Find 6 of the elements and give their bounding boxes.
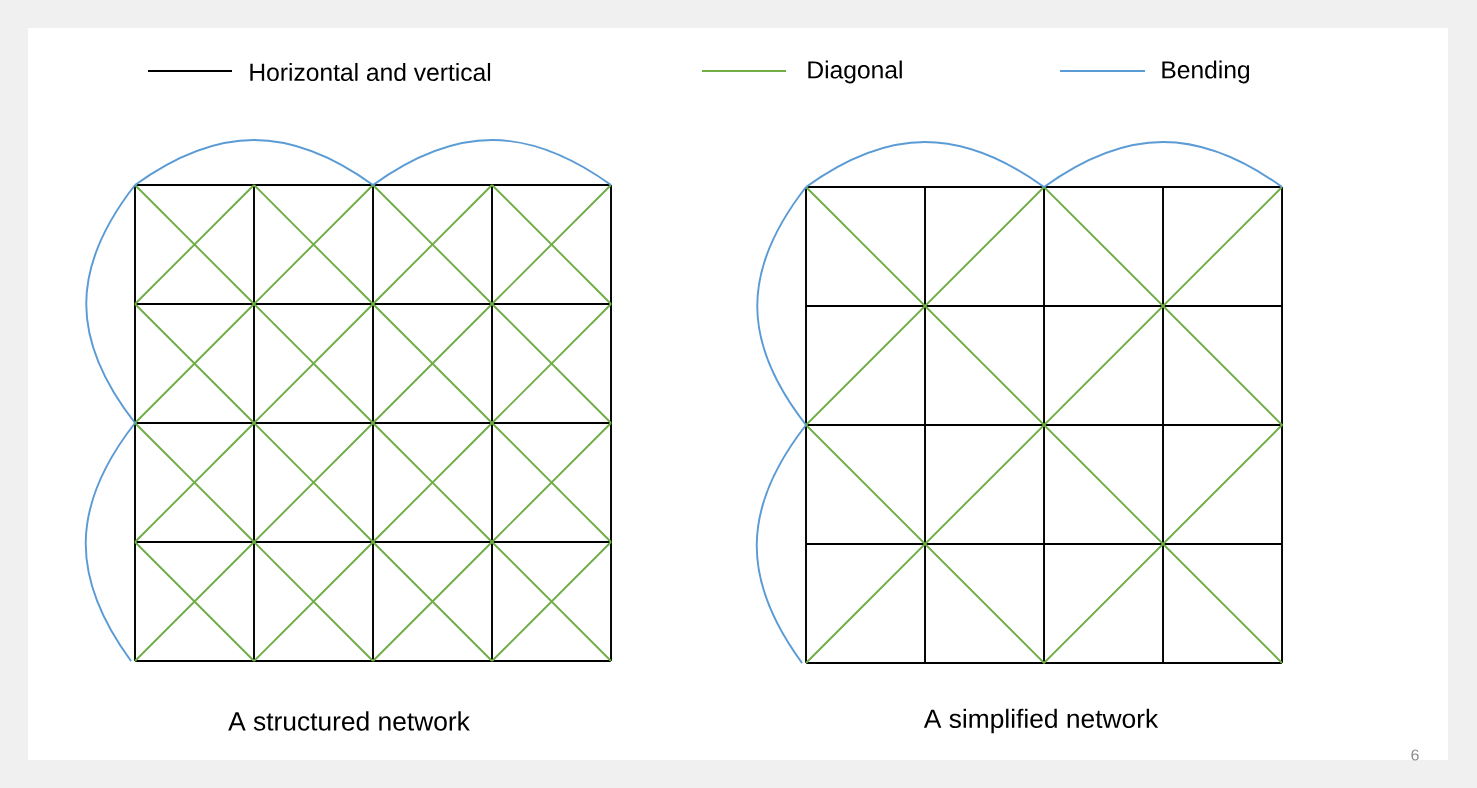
caption: A structured network [228,711,470,731]
caption: A simplified network [923,708,1159,734]
page-number: 6 [1411,749,1419,761]
legend-label: Bending [1162,60,1250,84]
legend-label: Horizontal and vertical [250,62,491,82]
legend-label: Diagonal [808,60,902,84]
